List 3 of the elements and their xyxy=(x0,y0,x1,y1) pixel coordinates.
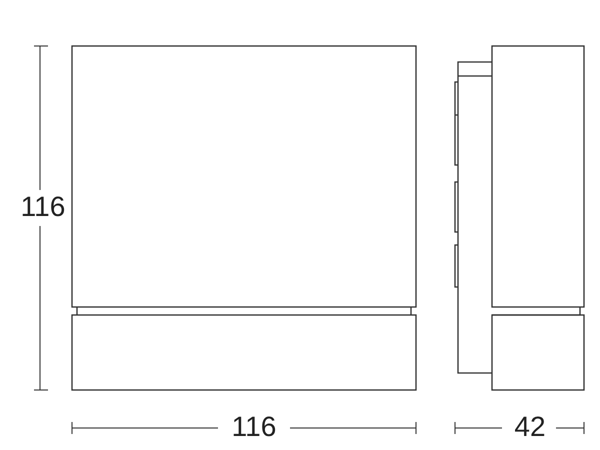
dimension-label: 42 xyxy=(513,410,547,444)
dimension-label: 116 xyxy=(20,190,66,224)
dimension-label: 116 xyxy=(230,410,278,444)
